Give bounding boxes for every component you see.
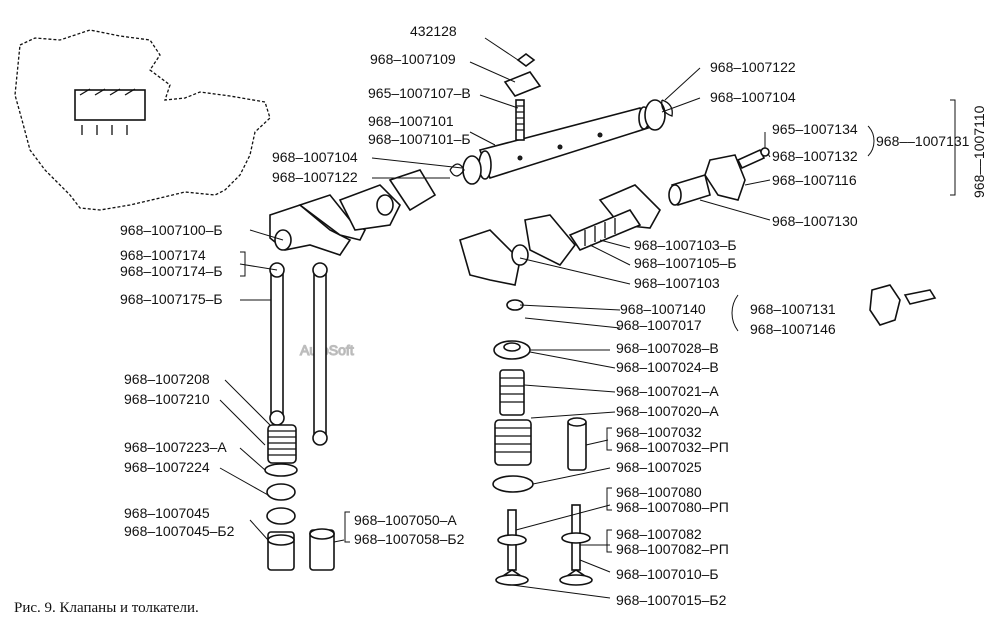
leader-lines [219, 37, 771, 599]
part-label: 968–1007210 [124, 391, 210, 407]
part-label: 968–1007045–Б2 [124, 523, 235, 539]
spring-ring-right [661, 99, 673, 117]
part-label: 968–1007010–Б [616, 566, 719, 582]
rocker-adjusting-screw [736, 147, 770, 170]
rocker-arm-row-right [459, 154, 746, 286]
part-label: 968–1007032 [616, 424, 702, 440]
part-label: 968–1007223–А [124, 439, 227, 455]
part-label: 968–1007101 [368, 113, 454, 129]
rocker-shaft [478, 106, 650, 180]
part-label: 968–1007174–Б [120, 263, 223, 279]
part-label: 968–1007122 [710, 59, 796, 75]
part-label: 968–1007028–В [616, 340, 719, 356]
part-label: 968–1007082–РП [616, 541, 729, 557]
shaft-bracket-stud [503, 53, 542, 141]
push-rods [269, 262, 328, 446]
part-label: 968–1007080 [616, 484, 702, 500]
part-label: 965–1007107–В [368, 85, 471, 101]
part-label: 968–1007050–А [354, 512, 457, 528]
shaft-ring-left [462, 155, 482, 185]
part-label: 968–1007017 [616, 317, 702, 333]
part-label: 968–1007104 [272, 149, 358, 165]
valve-assembly [492, 299, 587, 493]
part-label: 968––1007110 [971, 105, 987, 198]
tappet-spring-stack [264, 424, 335, 571]
part-label: 968–1007100–Б [120, 222, 223, 238]
valves [495, 504, 593, 586]
rocker-arm-detail-right [869, 284, 937, 326]
watermark: AutoSoft [300, 342, 354, 358]
part-label: 968–1007020–А [616, 403, 719, 419]
part-label: 968–1007175–Б [120, 291, 223, 307]
part-label: 968–1007103 [634, 275, 720, 291]
part-label: 968–1007131 [750, 301, 836, 317]
part-label: 968–1007032–РП [616, 439, 729, 455]
part-label: 968–1007174 [120, 247, 206, 263]
part-label: 968–1007015–Б2 [616, 592, 727, 608]
part-label: 968–1007122 [272, 169, 358, 185]
part-label: 968–1007140 [620, 301, 706, 317]
label-brackets [240, 99, 956, 553]
part-label: 968–1007105–Б [634, 255, 737, 271]
figure-caption: Рис. 9. Клапаны и толкатели. [14, 600, 199, 616]
part-label: 968–1007109 [370, 51, 456, 67]
part-label: 968–1007082 [616, 526, 702, 542]
part-label: 968–1007224 [124, 459, 210, 475]
engine-location-sketch [14, 29, 271, 211]
part-label: 432128 [410, 23, 457, 39]
part-labels: 432128 968–1007109 965–1007107–В 968–100… [120, 23, 987, 608]
part-label: 968–1007103–Б [634, 237, 737, 253]
part-label: 968–1007021–А [616, 383, 719, 399]
rocker-arm-row-left [269, 169, 437, 256]
part-label: 968–1007080–РП [616, 499, 729, 515]
part-label: 968–1007025 [616, 459, 702, 475]
part-label: 965–1007134 [772, 121, 858, 137]
part-label: 968–1007130 [772, 213, 858, 229]
part-label: 968–1007045 [124, 505, 210, 521]
part-label: 968–1007024–В [616, 359, 719, 375]
part-label: 968–1007101–Б [368, 131, 471, 147]
spring-ring-left [449, 163, 465, 177]
part-label: 968–1007146 [750, 321, 836, 337]
part-label: 968–1007208 [124, 371, 210, 387]
part-label: 968––1007131 [876, 133, 970, 149]
part-label: 968–1007116 [772, 172, 857, 188]
part-label: 968–1007058–Б2 [354, 531, 465, 547]
part-label: 968–1007132 [772, 148, 858, 164]
shaft-ring-right [644, 99, 666, 131]
part-label: 968–1007104 [710, 89, 796, 105]
